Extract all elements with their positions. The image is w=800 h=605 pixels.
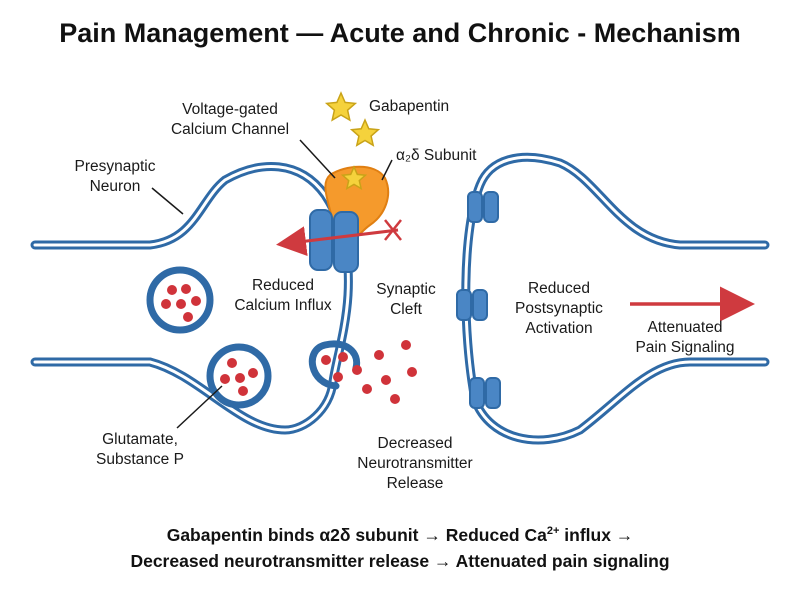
gabapentin-star-icon <box>349 118 381 147</box>
label-postsynaptic-line1: Reduced <box>527 280 591 297</box>
label-attenuated-line1: Attenuated <box>647 319 723 336</box>
label-presynaptic-line1: Presynaptic <box>74 158 156 175</box>
caption-line-1-text: Gabapentin binds α2δ subunit → Reduced C… <box>166 525 547 545</box>
caption-line-1: Gabapentin binds α2δ subunit → Reduced C… <box>0 525 800 546</box>
label-postsynaptic-line2: Postsynaptic <box>515 300 603 317</box>
label-alpha2delta-subunit: α₂δ Subunit <box>396 147 477 164</box>
caption-line-1-end: influx → <box>559 525 634 545</box>
leader-line-glutamate <box>176 385 223 429</box>
blocked-x-icon <box>384 219 402 241</box>
leader-line-presynaptic <box>151 187 184 215</box>
label-reduced-influx-line2: Calcium Influx <box>234 297 332 314</box>
label-synaptic-cleft: Synaptic Cleft <box>366 280 446 320</box>
label-release-line1: Decreased <box>377 435 453 452</box>
caption-superscript: 2+ <box>546 525 560 538</box>
caption-line-2: Decreased neurotransmitter release → Att… <box>130 551 670 571</box>
gabapentin-star-icon <box>340 165 368 191</box>
label-reduced-influx-line1: Reduced <box>251 277 315 294</box>
label-release-line3: Release <box>386 475 444 492</box>
gabapentin-star-icon <box>324 91 358 122</box>
label-attenuated-line2: Pain Signaling <box>635 339 735 356</box>
label-glutamate-substance-p: Glutamate, Substance P <box>80 430 200 470</box>
fusing-vesicle <box>308 340 361 390</box>
synaptic-vesicle <box>146 266 214 334</box>
label-attenuated-pain-signaling: Attenuated Pain Signaling <box>620 318 750 358</box>
synaptic-vesicle <box>206 343 272 409</box>
presynaptic-membrane-inner <box>33 165 350 432</box>
postsynaptic-receptor <box>456 289 488 321</box>
label-reduced-postsynaptic-activation: Reduced Postsynaptic Activation <box>494 279 624 339</box>
label-release-line2: Neurotransmitter <box>357 455 473 472</box>
leader-line-channel <box>299 139 336 179</box>
reduced-influx-arrow <box>276 226 399 257</box>
label-synaptic-cleft-line1: Synaptic <box>376 281 436 298</box>
postsynaptic-receptor <box>469 377 501 409</box>
label-decreased-neurotransmitter-release: Decreased Neurotransmitter Release <box>340 434 490 494</box>
postsynaptic-membrane-inner <box>464 155 767 442</box>
label-synaptic-cleft-line2: Cleft <box>390 301 422 318</box>
label-reduced-calcium-influx: Reduced Calcium Influx <box>218 276 348 316</box>
label-glutamate-line2: Substance P <box>96 451 184 468</box>
label-calcium-channel-line1: Voltage-gated <box>182 101 278 118</box>
label-calcium-channel: Voltage-gated Calcium Channel <box>165 100 295 140</box>
label-presynaptic-neuron: Presynaptic Neuron <box>60 157 170 197</box>
leader-line-subunit <box>381 159 393 181</box>
postsynaptic-receptor <box>467 191 499 223</box>
label-glutamate-line1: Glutamate, <box>102 431 178 448</box>
released-neurotransmitters <box>321 340 417 404</box>
label-presynaptic-line2: Neuron <box>89 178 141 195</box>
label-gabapentin: Gabapentin <box>369 98 450 115</box>
label-calcium-channel-line2: Calcium Channel <box>170 121 290 138</box>
page-title: Pain Management — Acute and Chronic - Me… <box>59 18 741 48</box>
label-postsynaptic-line3: Activation <box>525 320 593 337</box>
